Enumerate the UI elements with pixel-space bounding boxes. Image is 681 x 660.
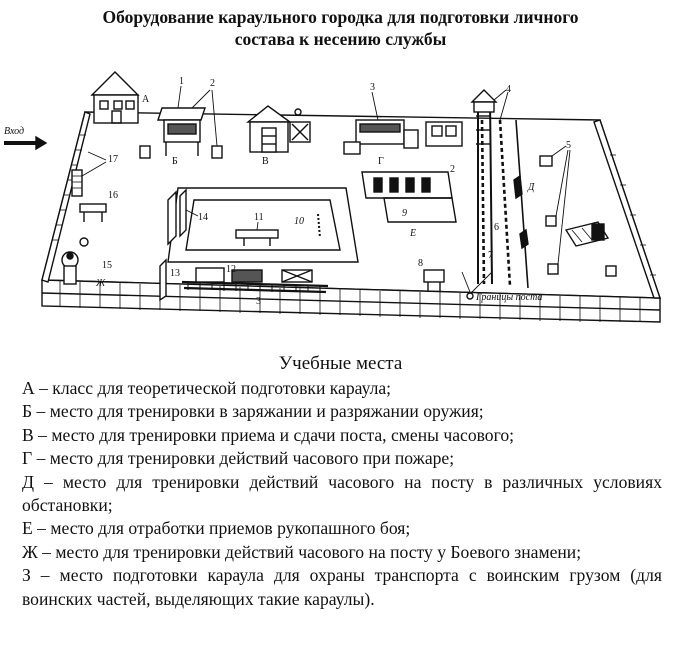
weapon-loading-area-b: 1 2 Б (139, 76, 223, 167)
legend-text-a: А – класс для теоретической подготовки к… (22, 378, 392, 398)
shields-14: 14 (167, 188, 208, 246)
perimeter-fence (41, 111, 661, 323)
label-13: 13 (170, 268, 180, 279)
label-10: 10 (294, 216, 304, 227)
label-6: 6 (494, 222, 499, 233)
fire-training-area-g: 3 Г (343, 82, 463, 167)
zone-label-a: А (142, 94, 150, 105)
zone-label-d: Д (527, 182, 535, 193)
guard-post-area: 4 6 7 8 Границы поста (418, 84, 542, 303)
legend-item-a: А – класс для теоретической подготовки к… (22, 377, 662, 400)
label-16: 16 (108, 190, 118, 201)
label-2b: 2 (450, 164, 455, 175)
railway-area: 12 3 13 (159, 258, 329, 307)
zone-label-v: В (262, 156, 269, 167)
legend-text-b: Б – место для тренировки в заряжании и р… (22, 401, 484, 422)
legend-item-v: В – место для тренировки приема и сдачи … (22, 424, 662, 447)
legend-text-g: Г – место для тренировки действий часово… (22, 448, 455, 469)
zone-label-g: Г (378, 156, 384, 167)
entrance-arrow: Вход (4, 126, 48, 151)
zone-label-b: Б (172, 156, 178, 167)
title-line-1: Оборудование караульного городка для под… (102, 7, 579, 27)
combat-area-e: 9 Е (383, 197, 457, 239)
label-7: 7 (488, 250, 493, 261)
title-line-2: состава к несению службы (234, 29, 447, 49)
label-14: 14 (198, 212, 208, 223)
label-8: 8 (418, 258, 423, 269)
label-2: 2 (210, 78, 215, 89)
label-5: 5 (566, 140, 571, 151)
label-12: 12 (226, 264, 236, 275)
legend-item-zh: Ж – место для тренировки действий часово… (22, 541, 662, 564)
legend-item-b: Б – место для тренировки в заряжании и р… (22, 400, 662, 423)
training-compound-plan: Вход А 1 2 Б (4, 71, 661, 323)
zone-label-zh: Ж (95, 278, 106, 289)
label-17: 17 (108, 154, 118, 165)
classroom-building-a: А (90, 71, 150, 124)
post-actions-area-d: 5 Д (513, 140, 617, 277)
label-11: 11 (254, 212, 264, 223)
legend-item-g: Г – место для тренировки действий часово… (22, 447, 662, 470)
legend-text-e: Е – место для отработки приемов рукопашн… (22, 518, 411, 539)
label-3: 3 (370, 82, 375, 93)
left-side-items: 17 16 15 Ж (61, 151, 118, 289)
label-1: 1 (179, 76, 184, 87)
legend-text-z: З – место подготовки караула для охраны … (22, 565, 662, 609)
legend-list: А – класс для теоретической подготовки к… (22, 377, 662, 611)
legend-item-e: Е – место для отработки приемов рукопашн… (22, 517, 662, 540)
legend-text-v: В – место для тренировки приема и сдачи … (22, 424, 515, 445)
post-border-label: Границы поста (475, 292, 542, 303)
label-15: 15 (102, 260, 112, 271)
entrance-label: Вход (4, 126, 24, 137)
page-title: Оборудование караульного городка для под… (20, 6, 661, 50)
zone-label-e: Е (409, 228, 416, 239)
legend-item-d: Д – место для тренировки действий часово… (22, 471, 662, 518)
legend-heading: Учебные места (278, 353, 403, 374)
label-9: 9 (402, 208, 407, 219)
legend-text-zh: Ж – место для тренировки действий часово… (22, 541, 582, 562)
legend-text-d: Д – место для тренировки действий часово… (22, 471, 662, 516)
legend-item-z: З – место подготовки караула для охраны … (22, 564, 662, 611)
post-handover-area-v: В (246, 105, 311, 167)
label-3b: 3 (256, 296, 261, 307)
label-4: 4 (506, 84, 511, 95)
